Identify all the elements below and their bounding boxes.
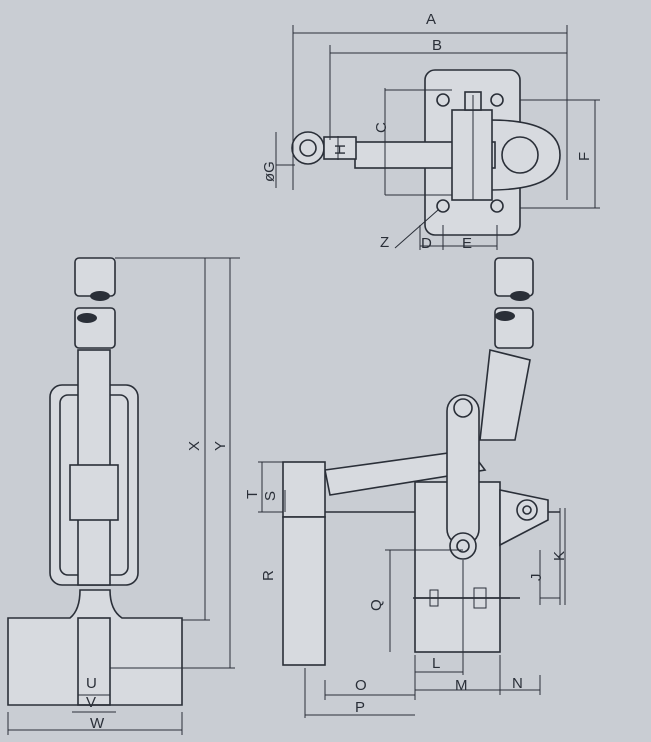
label-J: J <box>528 574 545 582</box>
label-U: U <box>86 675 97 692</box>
label-K: K <box>551 551 568 561</box>
z-leader <box>394 209 439 249</box>
label-Y: Y <box>212 441 229 451</box>
center-block <box>69 464 119 521</box>
mount-hole-3 <box>436 199 450 213</box>
mount-hole-4 <box>490 199 504 213</box>
label-T: T <box>244 490 261 499</box>
label-B: B <box>432 37 442 54</box>
label-S: S <box>262 491 279 501</box>
label-L: L <box>432 655 440 672</box>
front-handle-top <box>479 349 531 441</box>
front-view: T S R Q J K L M N O P <box>244 257 568 718</box>
link-pivot <box>449 532 477 560</box>
label-C: C <box>373 122 390 133</box>
label-M: M <box>455 677 468 694</box>
label-D: D <box>421 235 432 252</box>
label-N: N <box>512 675 523 692</box>
label-X: X <box>186 441 203 451</box>
front-jaw-pad-upper <box>494 257 534 297</box>
handle-pivot <box>501 136 539 174</box>
front-spindle <box>282 516 326 666</box>
handle-lobe <box>489 119 561 191</box>
label-A: A <box>426 11 436 28</box>
spindle-shank <box>323 136 357 160</box>
label-E: E <box>462 235 472 252</box>
label-R: R <box>260 570 277 581</box>
linkage-block <box>451 109 493 201</box>
spindle-head-outer <box>291 131 325 165</box>
label-G: øG <box>261 161 278 182</box>
spindle-head-inner <box>299 139 317 157</box>
label-Z: Z <box>380 234 389 251</box>
label-F: F <box>576 152 593 161</box>
mount-hole-2 <box>490 93 504 107</box>
top-view: A B C D E F øG H Z <box>261 11 600 252</box>
label-O: O <box>355 677 367 694</box>
side-view: U V W X Y <box>7 257 240 735</box>
label-V: V <box>86 694 96 711</box>
front-spindle-head <box>282 461 326 518</box>
label-P: P <box>355 699 365 716</box>
side-base <box>7 589 183 706</box>
jaw-pad-upper <box>74 257 116 297</box>
label-Q: Q <box>368 599 385 611</box>
label-W: W <box>90 715 105 732</box>
pivot-pin <box>516 499 538 521</box>
front-handle-bar <box>324 449 487 496</box>
mount-hole-1 <box>436 93 450 107</box>
label-H: H <box>332 144 349 155</box>
